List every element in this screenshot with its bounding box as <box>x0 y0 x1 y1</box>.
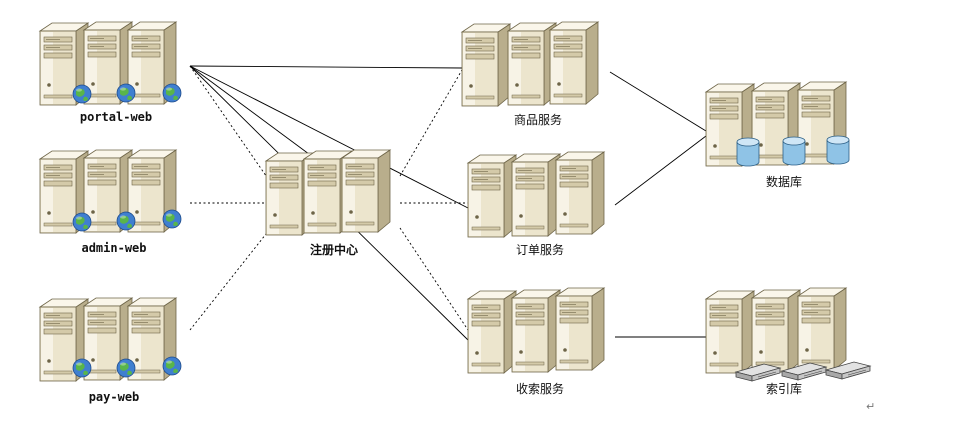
globe-icon <box>116 83 136 103</box>
paragraph-mark-icon: ↵ <box>866 400 876 413</box>
server-group-portal-web[interactable] <box>39 21 182 106</box>
globe-icon <box>116 211 136 231</box>
edge-portal-product <box>189 65 463 69</box>
database-cylinder-icon <box>826 135 850 165</box>
globe-icon <box>162 209 182 229</box>
server-group-product-service[interactable] <box>461 21 599 107</box>
edge-portal-order <box>189 65 469 209</box>
edge-registry-search <box>399 227 469 331</box>
edge-registry-product <box>399 69 463 177</box>
edge-portal-registry-dotted <box>189 65 281 197</box>
globe-icon <box>116 358 136 378</box>
database-cylinder-icon <box>736 137 760 167</box>
server-group-pay-web[interactable] <box>39 297 182 382</box>
server-group-admin-web[interactable] <box>39 149 182 234</box>
label-order-service: 订单服务 <box>515 243 565 257</box>
label-database: 数据库 <box>765 175 803 189</box>
database-cylinder-icon <box>782 136 806 166</box>
server-group-registry[interactable] <box>265 149 391 236</box>
label-search-service: 收索服务 <box>515 382 565 396</box>
globe-icon <box>72 358 92 378</box>
label-admin-web: admin-web <box>81 241 147 255</box>
label-pay-web: pay-web <box>88 390 140 404</box>
globe-icon <box>162 356 182 376</box>
server-group-search-index[interactable] <box>705 287 871 382</box>
globe-icon <box>162 83 182 103</box>
server-group-search-service[interactable] <box>467 287 605 374</box>
label-registry: 注册中心 <box>309 243 359 257</box>
edge-product-database <box>609 71 707 132</box>
globe-icon <box>72 212 92 232</box>
label-product-service: 商品服务 <box>513 113 563 127</box>
server-group-database[interactable] <box>705 81 850 167</box>
server-group-order-service[interactable] <box>467 151 605 238</box>
edge-order-database <box>614 135 707 206</box>
label-portal-web: portal-web <box>79 110 153 124</box>
label-search-index: 索引库 <box>765 382 803 396</box>
globe-icon <box>72 84 92 104</box>
